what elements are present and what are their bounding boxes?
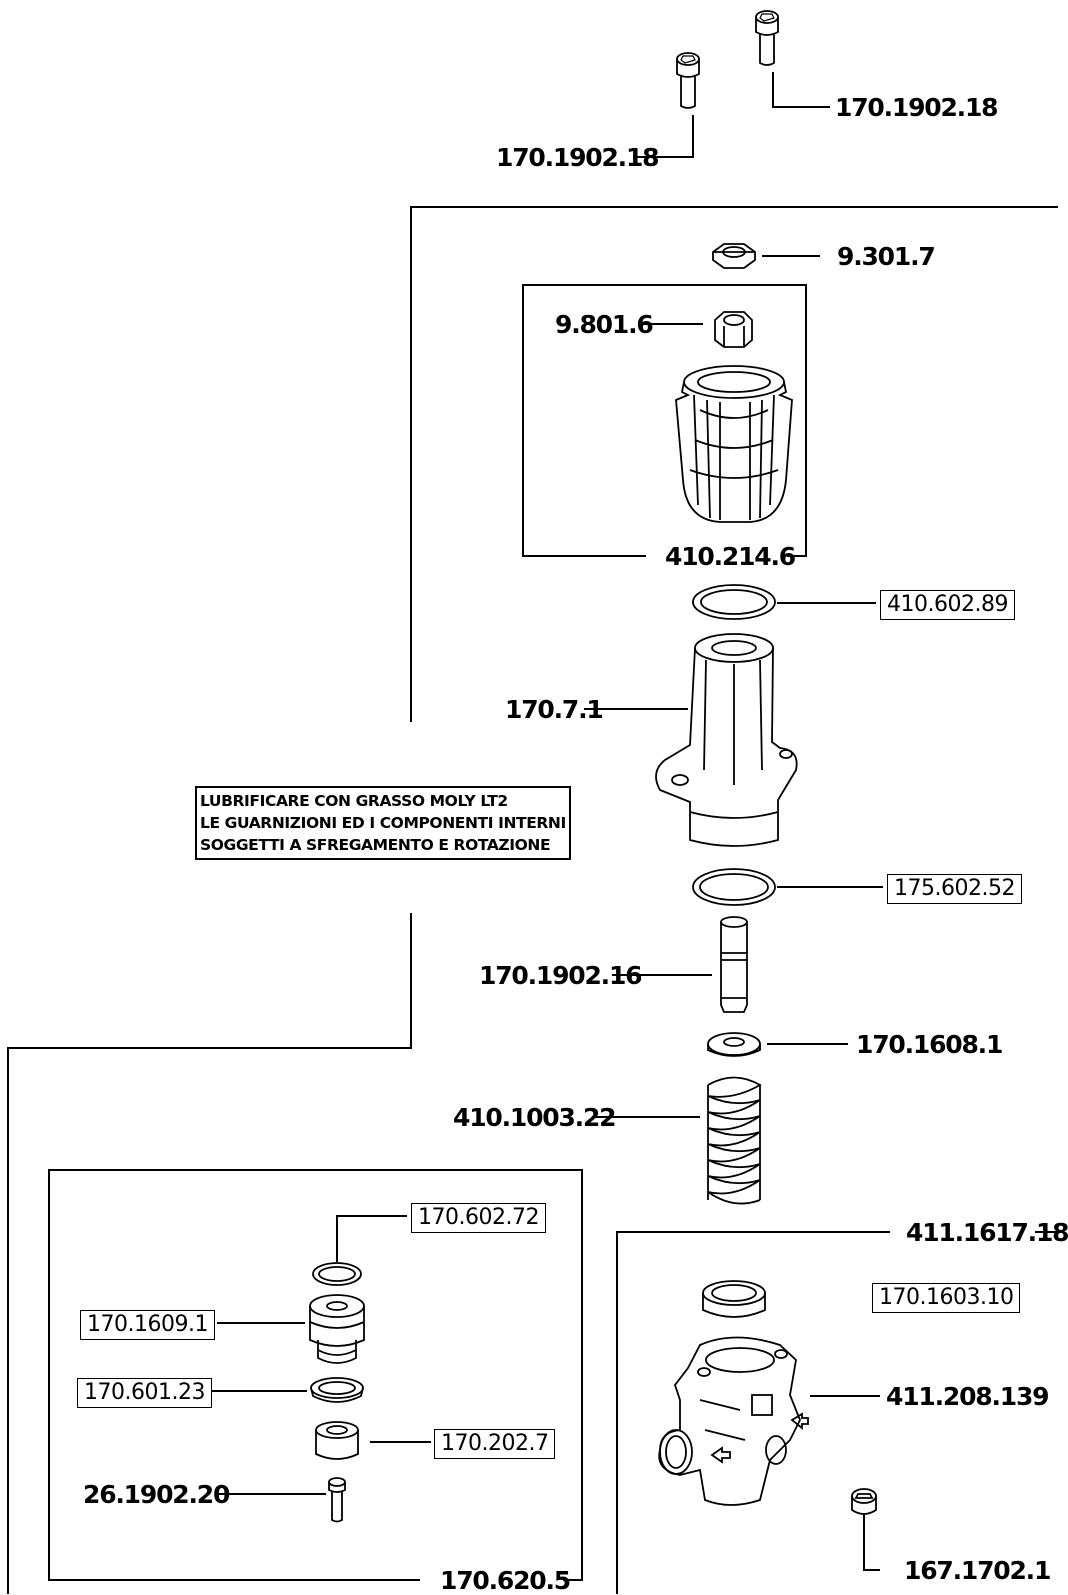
label-valve-body: 411.208.139 <box>886 1382 1050 1411</box>
screw-right-drawing <box>755 10 779 66</box>
oring-top-drawing <box>692 584 776 620</box>
label-piston: 170.1609.1 <box>80 1310 215 1340</box>
label-screw-left: 170.1902.18 <box>496 143 660 172</box>
note-line-2: LE GUARNIZIONI ED I COMPONENTI INTERNI <box>200 814 566 832</box>
label-washer: 170.1608.1 <box>856 1030 1003 1059</box>
leader-plug <box>863 1514 880 1571</box>
label-cup: 170.202.7 <box>434 1429 556 1459</box>
upper-group-boundary <box>410 206 1058 722</box>
valve-body-box <box>616 1231 890 1594</box>
label-valve-body-assembly: 411.1617.18 <box>906 1218 1068 1247</box>
pin-drawing <box>720 916 748 1013</box>
oring-small-drawing <box>312 1262 362 1286</box>
label-seat-insert: 170.1603.10 <box>872 1283 1021 1313</box>
label-nut-inner: 9.801.6 <box>555 310 654 339</box>
label-pin: 170.1902.16 <box>479 961 643 990</box>
spring-drawing <box>707 1076 762 1205</box>
small-screw-drawing <box>328 1477 346 1523</box>
cup-drawing <box>315 1421 359 1460</box>
note-line-3: SOGGETTI A SFREGAMENTO E ROTAZIONE <box>200 836 551 854</box>
piston-drawing <box>309 1294 365 1364</box>
knob-drawing <box>675 365 793 523</box>
oring-mid-drawing <box>692 868 776 906</box>
housing-drawing <box>655 633 798 847</box>
screw-left-drawing <box>676 52 700 109</box>
nut-drawing <box>712 243 756 269</box>
leader-oring-small <box>336 1215 407 1262</box>
label-oring-top: 410.602.89 <box>880 590 1015 620</box>
label-seal-ring: 170.601.23 <box>77 1378 212 1408</box>
piston-assembly-box <box>48 1169 583 1581</box>
nut-inner-drawing <box>714 311 753 348</box>
leader-screw-left <box>633 115 694 158</box>
label-oring-mid: 175.602.52 <box>887 874 1022 904</box>
washer-drawing <box>707 1032 761 1057</box>
label-knob-assembly: 410.214.6 <box>665 542 796 571</box>
note-line-1: LUBRIFICARE CON GRASSO MOLY LT2 <box>200 792 508 810</box>
leader-screw-right <box>772 72 830 108</box>
label-screw-right: 170.1902.18 <box>835 93 999 122</box>
label-spring: 410.1003.22 <box>453 1103 617 1132</box>
seal-ring-drawing <box>310 1377 364 1403</box>
label-nut: 9.301.7 <box>837 242 936 271</box>
knob-assembly-box <box>522 284 807 557</box>
label-plug: 167.1702.1 <box>904 1556 1051 1585</box>
plug-drawing <box>851 1488 877 1515</box>
lower-group-boundary <box>7 913 412 1594</box>
label-housing: 170.7.1 <box>505 695 604 724</box>
lubrication-note: LUBRIFICARE CON GRASSO MOLY LT2 LE GUARN… <box>195 786 571 860</box>
label-oring-small: 170.602.72 <box>411 1203 546 1233</box>
valve-body-drawing <box>658 1336 809 1506</box>
label-piston-assembly: 170.620.5 <box>440 1566 571 1595</box>
label-small-screw: 26.1902.20 <box>83 1480 230 1509</box>
seat-insert-drawing <box>702 1280 766 1318</box>
